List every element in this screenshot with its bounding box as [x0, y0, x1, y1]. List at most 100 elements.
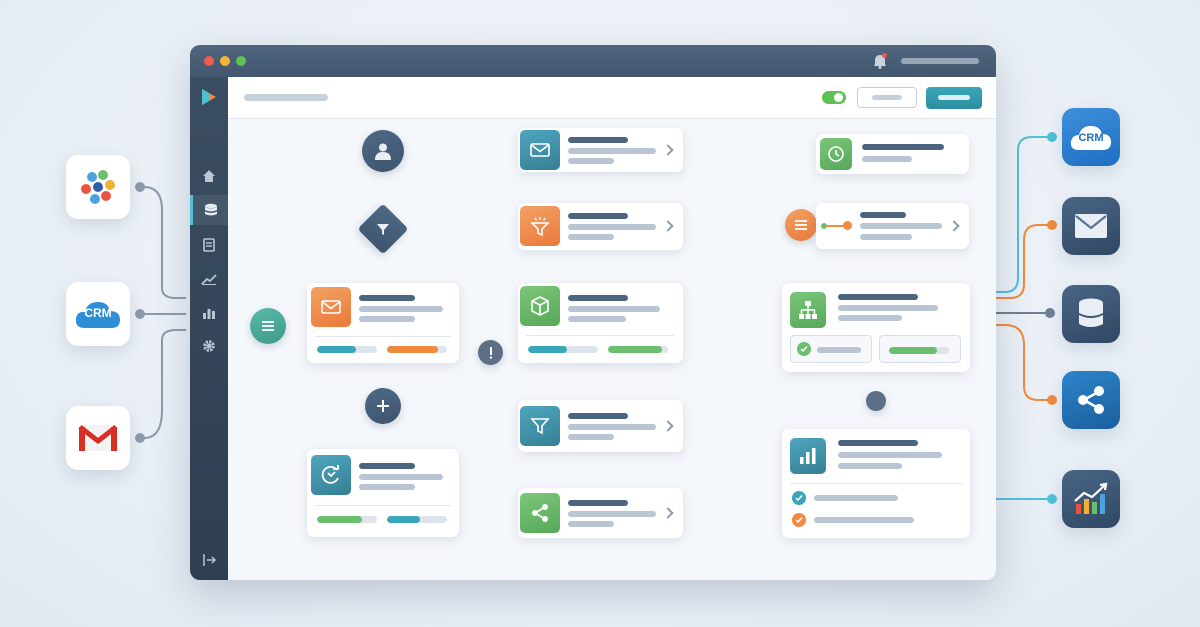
primary-action-button[interactable] — [926, 87, 982, 109]
send-email-step-card[interactable] — [518, 128, 683, 172]
trigger-user-node[interactable] — [362, 130, 404, 172]
title-placeholder — [359, 463, 415, 469]
chevron-right-icon[interactable] — [662, 507, 674, 519]
router-output-dot — [843, 221, 852, 230]
text-placeholder — [862, 156, 912, 162]
title-placeholder — [860, 212, 906, 218]
text-placeholder — [568, 521, 614, 527]
sidebar-item-reports[interactable] — [190, 298, 228, 328]
text-placeholder — [568, 234, 614, 240]
email-progress-2 — [387, 346, 447, 353]
alert-node[interactable] — [478, 340, 503, 365]
toggle-knob — [834, 93, 843, 102]
clock-icon — [828, 146, 844, 162]
sidebar-item-data[interactable] — [190, 195, 228, 225]
check-icon — [797, 342, 811, 356]
progress-fill — [387, 516, 420, 523]
email-step-card[interactable] — [307, 283, 459, 363]
gmail-integration-tile[interactable] — [66, 406, 130, 470]
add-step-button[interactable] — [365, 388, 401, 424]
sidebar-logout[interactable] — [190, 545, 228, 575]
refresh-cycle-icon — [321, 465, 339, 484]
bar-chart-icon — [800, 448, 816, 464]
card-divider — [315, 336, 451, 337]
branch-step-card[interactable] — [782, 283, 970, 372]
database-destination-tile[interactable] — [1062, 285, 1120, 343]
crm-integration-tile[interactable]: CRM — [66, 282, 130, 346]
title-placeholder — [568, 295, 628, 301]
card-divider — [526, 335, 674, 336]
title-placeholder — [568, 500, 628, 506]
filter-step-card[interactable] — [518, 203, 683, 250]
chevron-right-icon[interactable] — [948, 220, 960, 232]
condition-step-icon-box — [520, 406, 560, 446]
router-list-node[interactable] — [785, 209, 817, 241]
user-menu-placeholder[interactable] — [901, 58, 979, 64]
chevron-right-icon[interactable] — [662, 144, 674, 156]
branch-option-a[interactable] — [790, 335, 872, 363]
condition-step-card[interactable] — [518, 400, 683, 452]
package-step-card[interactable] — [518, 283, 683, 363]
home-icon — [203, 170, 215, 182]
branch-option-b[interactable] — [879, 335, 961, 363]
entry-list-node[interactable] — [250, 308, 286, 344]
text-placeholder — [814, 495, 898, 501]
retry-step-card[interactable] — [307, 449, 459, 537]
share-destination-tile[interactable] — [1062, 371, 1120, 429]
bell-icon[interactable] — [873, 53, 887, 69]
database-icon — [1079, 298, 1103, 327]
branch-step-icon-box — [790, 292, 826, 328]
text-placeholder — [568, 434, 614, 440]
share-step-card[interactable] — [518, 488, 683, 538]
router-input-dot — [821, 223, 827, 229]
envelope-icon — [321, 300, 341, 314]
text-placeholder — [838, 315, 902, 321]
minimize-window-button[interactable] — [220, 56, 230, 66]
report-step-card[interactable] — [782, 429, 970, 538]
document-icon — [203, 238, 215, 252]
pinwheel-logo-icon — [81, 170, 115, 204]
sidebar-item-home[interactable] — [190, 161, 228, 191]
analytics-destination-tile[interactable] — [1062, 470, 1120, 528]
progress-fill — [317, 516, 362, 523]
text-placeholder — [359, 474, 443, 480]
breadcrumb-placeholder — [244, 94, 328, 101]
text-placeholder — [568, 316, 626, 322]
router-step-card[interactable] — [816, 203, 969, 249]
package-progress-1 — [528, 346, 598, 353]
text-placeholder — [568, 158, 614, 164]
title-placeholder — [359, 295, 415, 301]
funnel-icon — [377, 224, 389, 235]
funnel-sparkle-icon — [530, 217, 550, 236]
check-icon — [792, 491, 806, 505]
crm-destination-tile[interactable]: CRM — [1062, 108, 1120, 166]
maximize-window-button[interactable] — [236, 56, 246, 66]
email-destination-tile[interactable] — [1062, 197, 1120, 255]
slack-integration-tile[interactable] — [66, 155, 130, 219]
delay-step-icon-box — [820, 138, 852, 170]
secondary-action-button[interactable] — [857, 87, 917, 108]
report-step-icon-box — [790, 438, 826, 474]
filter-step-icon-box — [520, 206, 560, 246]
text-placeholder — [568, 511, 656, 517]
close-window-button[interactable] — [204, 56, 214, 66]
sidebar-item-documents[interactable] — [190, 230, 228, 260]
chevron-right-icon[interactable] — [662, 220, 674, 232]
primary-button-label-placeholder — [938, 95, 970, 100]
share-icon — [1078, 386, 1104, 414]
sidebar — [190, 77, 228, 580]
progress-fill — [387, 346, 438, 353]
text-placeholder — [838, 305, 938, 311]
sidebar-item-trends[interactable] — [190, 264, 228, 294]
branch-progress — [889, 347, 949, 354]
workflow-active-toggle[interactable] — [822, 91, 846, 104]
text-placeholder — [568, 148, 656, 154]
delay-step-card[interactable] — [816, 134, 969, 174]
send-email-icon-box — [520, 130, 560, 170]
sidebar-item-settings[interactable] — [190, 331, 228, 361]
merge-node[interactable] — [866, 391, 886, 411]
title-placeholder — [568, 413, 628, 419]
checkmark-glyph — [800, 346, 808, 353]
condition-filter-node[interactable] — [357, 203, 409, 255]
chevron-right-icon[interactable] — [662, 420, 674, 432]
